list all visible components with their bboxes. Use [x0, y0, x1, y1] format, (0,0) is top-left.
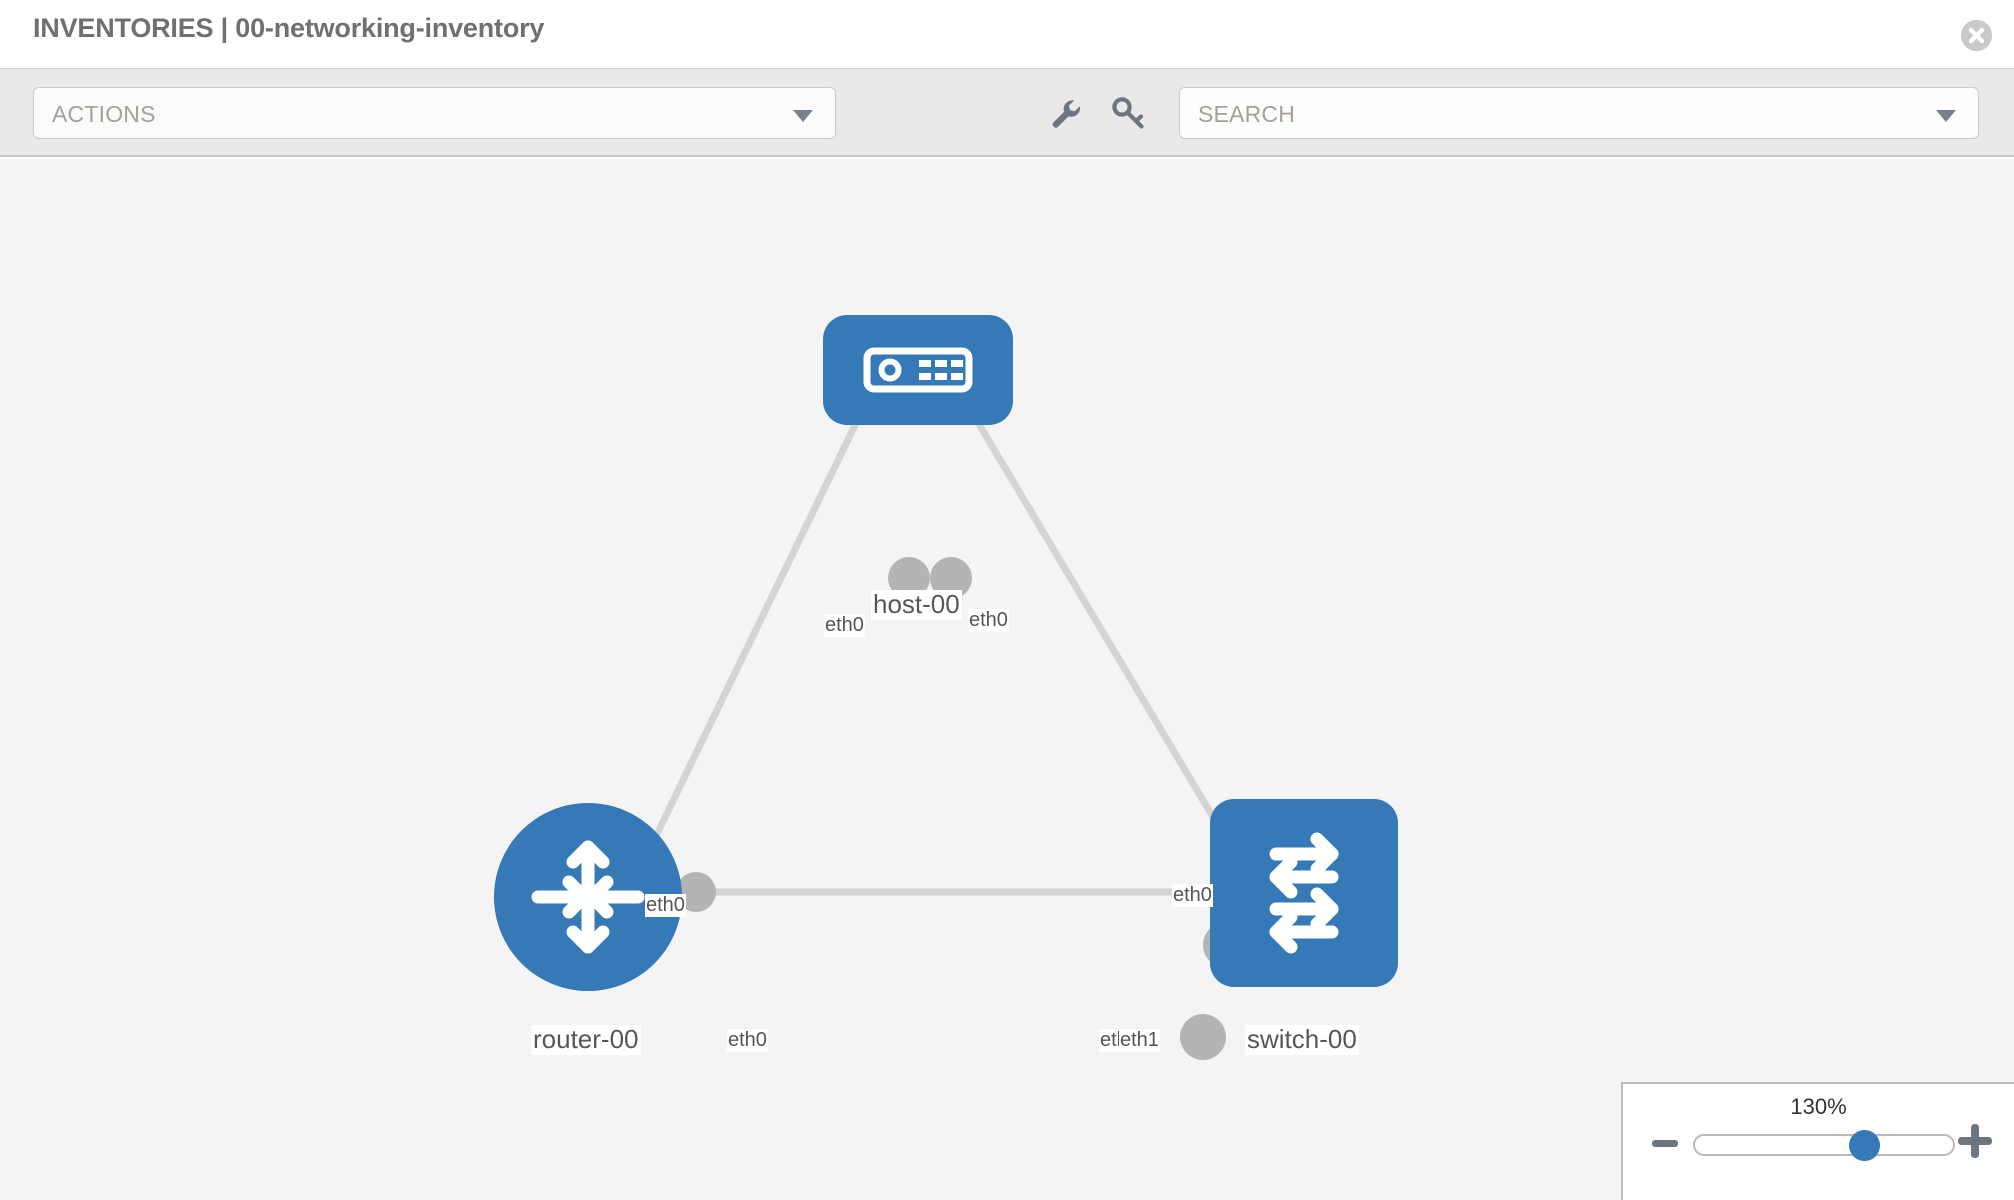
toolbar: ACTIONS SEARCH	[0, 68, 2014, 157]
edge-label-router00-up: eth0	[645, 894, 686, 917]
page-title: INVENTORIES | 00-networking-inventory	[33, 13, 545, 43]
node-label-switch-00: switch-00	[1245, 1024, 1359, 1055]
zoom-control-panel: 130%	[1621, 1082, 2014, 1200]
switch-arrows-icon	[1269, 832, 1339, 954]
port-switch00-eth1[interactable]	[1180, 1014, 1226, 1060]
chevron-down-icon	[793, 110, 813, 122]
edge-host00-switch00	[951, 382, 1242, 861]
server-icon	[863, 347, 973, 393]
edge-label-switch00-eth1: eth1	[1119, 1029, 1160, 1052]
node-label-router-00: router-00	[531, 1024, 641, 1055]
page-header: INVENTORIES | 00-networking-inventory	[0, 0, 2014, 68]
zoom-slider-thumb[interactable]	[1849, 1130, 1881, 1161]
zoom-percent-label: 130%	[1790, 1094, 1847, 1119]
host-node-shape	[823, 315, 1013, 425]
chevron-down-icon[interactable]	[1936, 110, 1956, 122]
zoom-slider[interactable]	[1693, 1130, 1955, 1161]
router-arrows-icon	[531, 840, 645, 954]
edge-label-switch00-up: eth0	[1172, 884, 1213, 907]
zoom-out-button[interactable]	[1651, 1130, 1679, 1158]
topology-canvas[interactable]: host-00 eth0 eth0	[0, 159, 2014, 1200]
zoom-in-button[interactable]	[1958, 1124, 1992, 1158]
actions-dropdown[interactable]: ACTIONS	[33, 87, 836, 139]
edge-host00-router00	[636, 382, 879, 871]
search-input[interactable]: SEARCH	[1179, 87, 1979, 139]
edge-label-router00-eth0: eth0	[727, 1029, 768, 1052]
node-switch-00[interactable]	[1210, 799, 1398, 987]
node-label-host-00: host-00	[871, 589, 962, 620]
search-placeholder: SEARCH	[1198, 101, 1296, 127]
node-host-00[interactable]	[823, 315, 1013, 425]
edge-label-host00-right: eth0	[968, 609, 1009, 632]
actions-dropdown-label: ACTIONS	[52, 101, 156, 127]
edge-label-host00-left: eth0	[824, 614, 865, 637]
switch-node-shape	[1210, 799, 1398, 987]
wrench-icon[interactable]	[1045, 93, 1085, 133]
topology-edges	[636, 382, 1242, 896]
key-icon[interactable]	[1108, 93, 1148, 133]
close-icon[interactable]	[1961, 20, 1992, 51]
